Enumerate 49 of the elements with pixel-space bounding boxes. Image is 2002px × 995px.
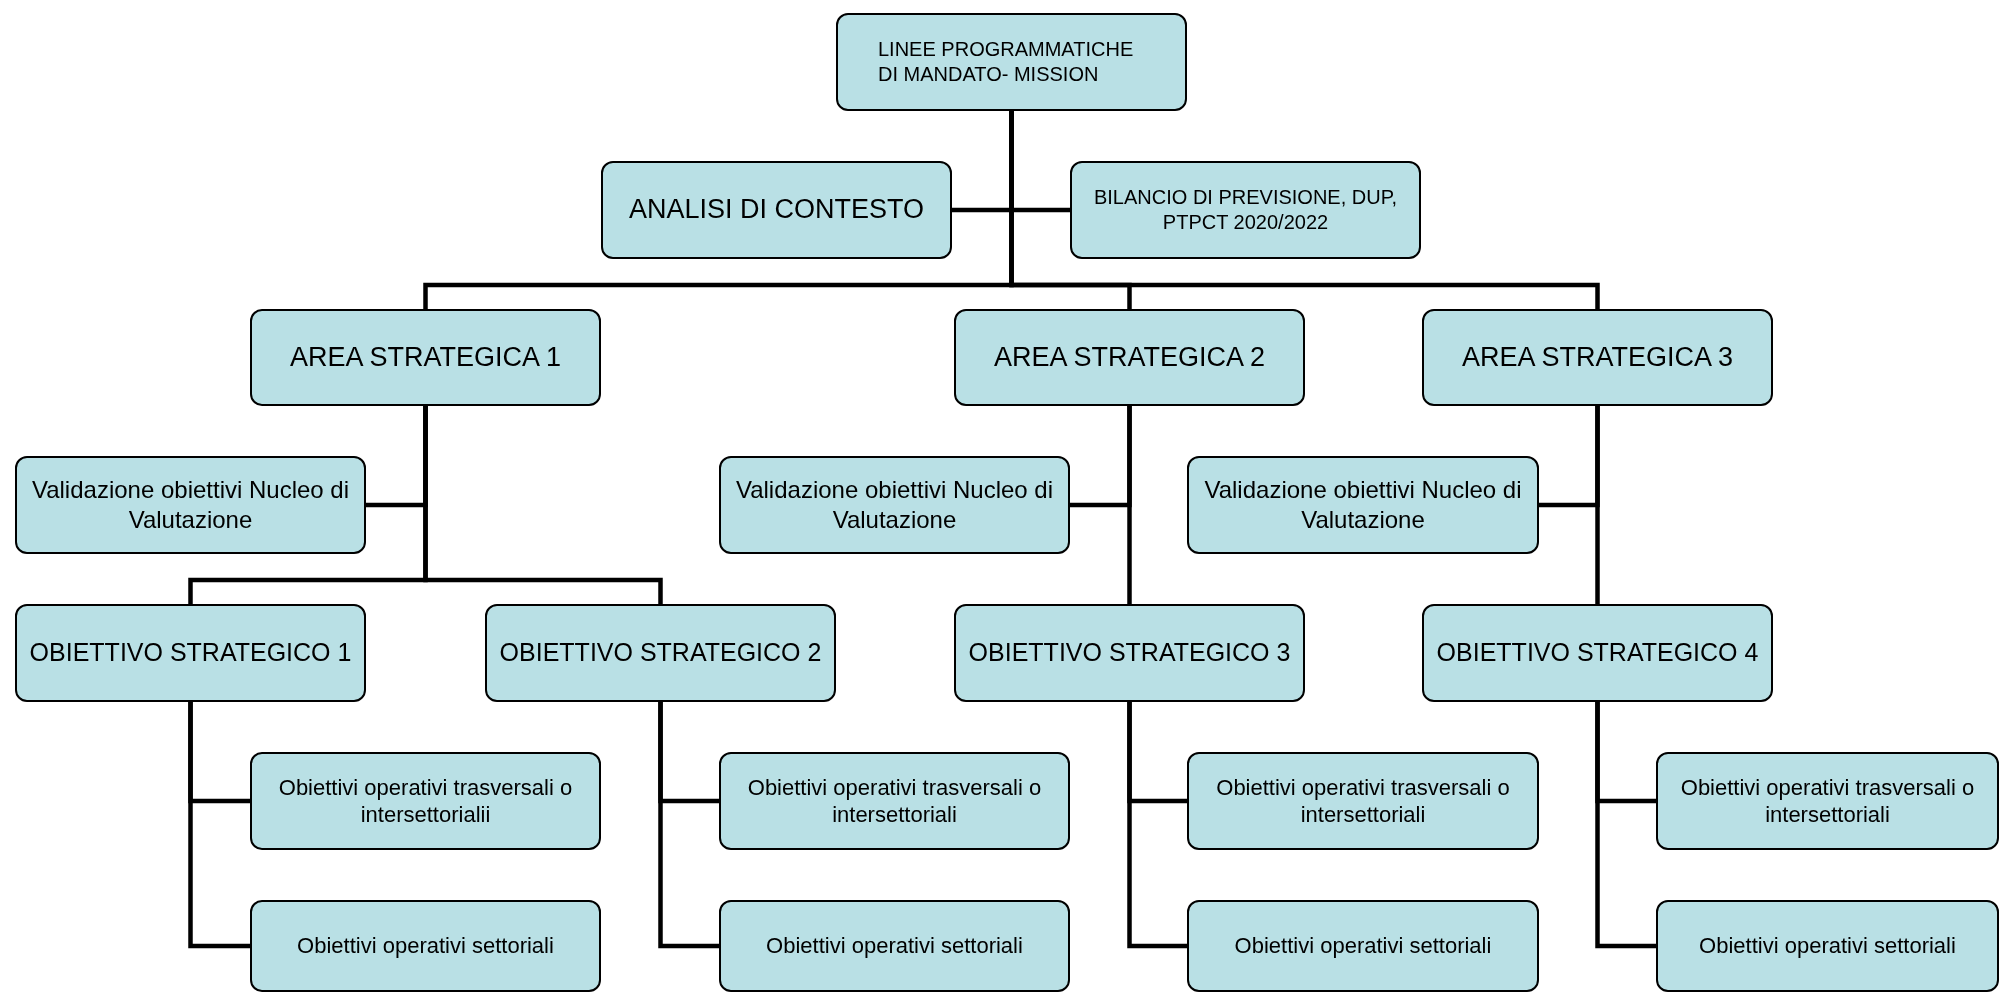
process-box <box>954 309 1305 406</box>
connector-line <box>658 702 719 949</box>
box-label: OBIETTIVO STRATEGICO 1 <box>29 637 352 669</box>
box-label: BILANCIO DI PREVISIONE, DUP, PTPCT 2020/2022 <box>1092 185 1398 235</box>
process-box <box>1656 752 1999 850</box>
process-box <box>719 900 1070 992</box>
box-label: Obiettivi operativi settoriali <box>1699 932 1956 960</box>
process-box <box>1422 604 1773 702</box>
process-box <box>250 309 601 406</box>
connector-line <box>1595 702 1656 949</box>
process-box <box>1187 456 1539 554</box>
box-label: AREA STRATEGICA 3 <box>1461 340 1734 374</box>
box-label: Obiettivi operativi trasversali o intersettoriali <box>746 773 1043 829</box>
connector-line <box>188 702 250 949</box>
box-label: AREA STRATEGICA 1 <box>289 340 562 374</box>
process-box <box>250 752 601 850</box>
box-label: OBIETTIVO STRATEGICO 4 <box>1436 637 1759 669</box>
connector-line <box>1595 406 1600 604</box>
box-label: Obiettivi operativi settoriali <box>1234 932 1492 960</box>
process-box <box>1422 309 1773 406</box>
box-label: Validazione obiettivi Nucleo di Valutazione <box>30 475 351 535</box>
box-label: Validazione obiettivi Nucleo di Valutazione <box>734 475 1055 535</box>
box-label: Obiettivi operativi trasversali o intersettoriali <box>1215 773 1511 829</box>
process-box <box>485 604 836 702</box>
box-label: Obiettivi operativi settoriali <box>297 932 554 960</box>
process-box <box>250 900 601 992</box>
connector-line <box>1127 406 1132 604</box>
process-box <box>15 604 366 702</box>
process-box <box>836 13 1187 111</box>
process-box <box>601 161 952 259</box>
process-box <box>1070 161 1421 259</box>
connector-line <box>1127 702 1187 949</box>
box-label: LINEE PROGRAMMATICHE DI MANDATO- MISSION <box>877 37 1135 87</box>
box-label: AREA STRATEGICA 2 <box>993 340 1266 374</box>
process-box <box>954 604 1305 702</box>
process-box <box>15 456 366 554</box>
process-box <box>719 752 1070 850</box>
process-box <box>1187 752 1539 850</box>
box-label: Validazione obiettivi Nucleo di Valutazione <box>1203 475 1523 535</box>
box-label: Obiettivi operativi settoriali <box>766 932 1023 960</box>
box-label: OBIETTIVO STRATEGICO 2 <box>499 637 822 669</box>
box-label: Obiettivi operativi trasversali o intersettorialii <box>277 773 574 829</box>
process-box <box>719 456 1070 554</box>
connector-line <box>423 406 663 604</box>
box-label: Obiettivi operativi trasversali o intersettoriali <box>1679 773 1976 829</box>
box-label: OBIETTIVO STRATEGICO 3 <box>968 637 1291 669</box>
box-label: ANALISI DI CONTESTO <box>628 193 925 227</box>
process-box <box>1187 900 1539 992</box>
process-box <box>1656 900 1999 992</box>
